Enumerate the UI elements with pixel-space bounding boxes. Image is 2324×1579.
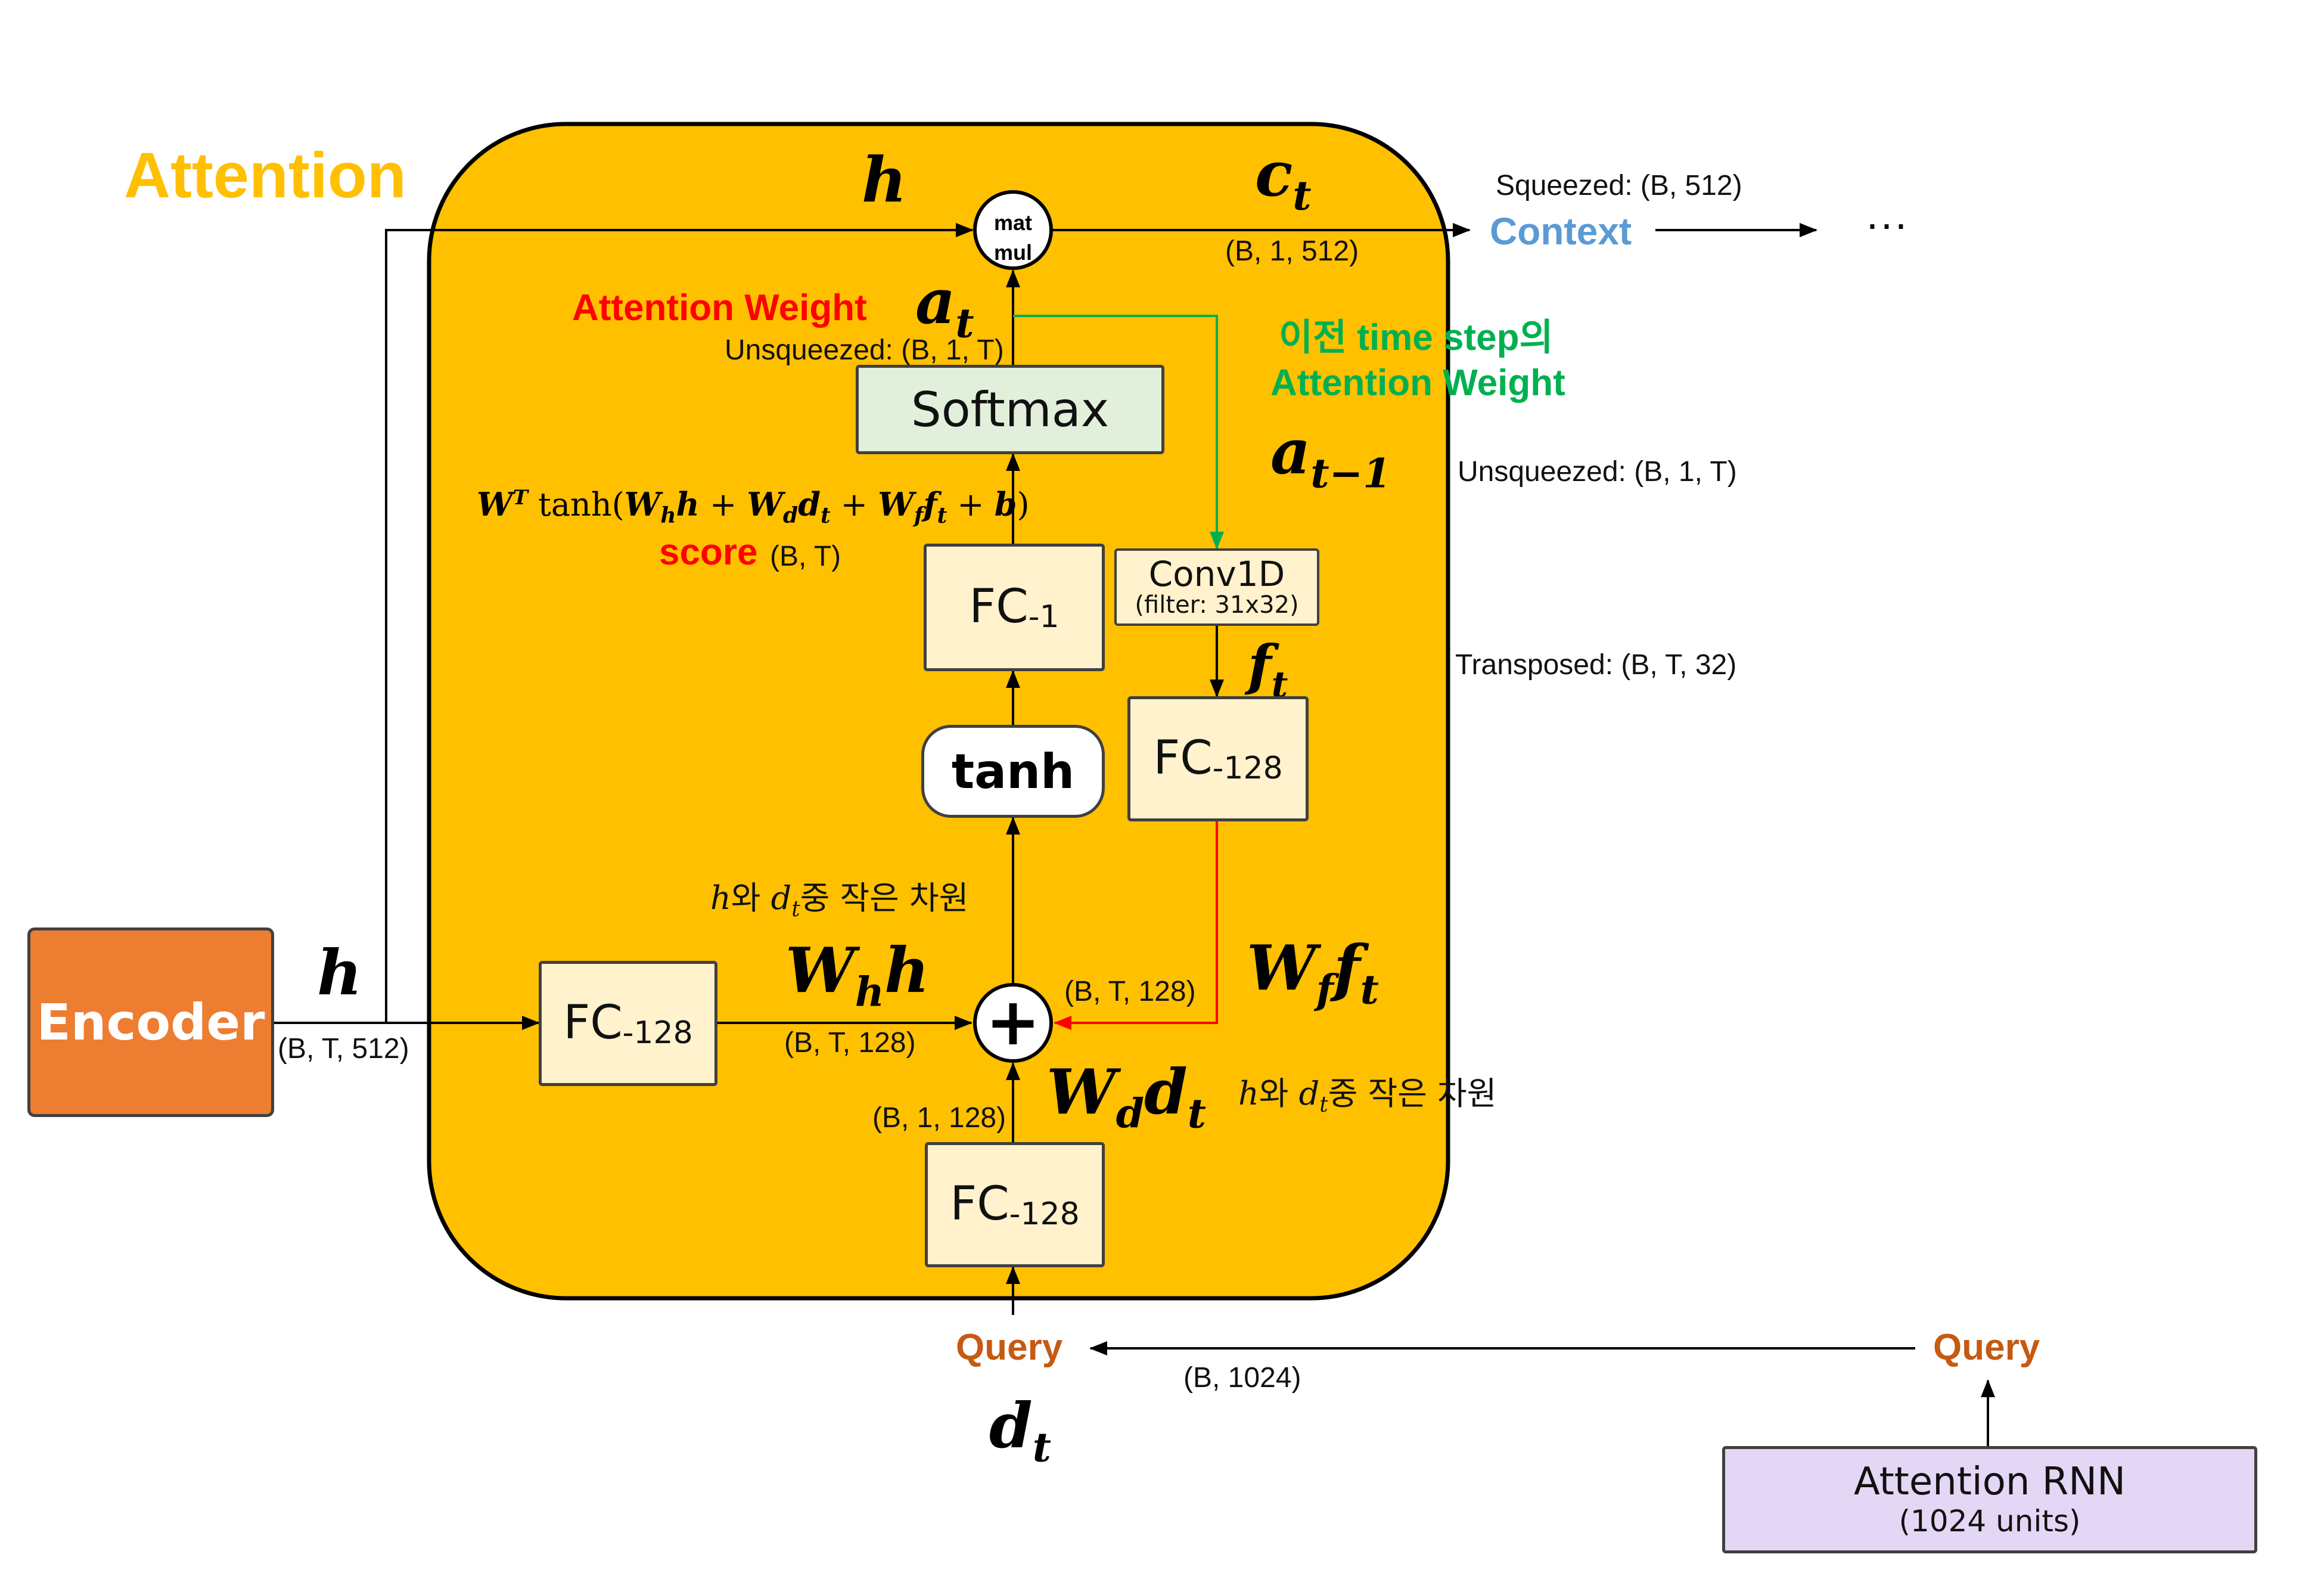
arrow-prev-weight-to-conv [1013,315,1224,550]
prev-attention-weight: at−1 [1270,415,1391,497]
fc-128-encoder-block: FC-128 [539,961,717,1086]
ellipsis: ··· [1865,200,1908,248]
unsqueezed-prev-dim: Unsqueezed: (B, 1, T) [1458,456,1737,488]
h-encoder-output: h [317,936,362,1009]
wf-ft-dim: (B, T, 128) [1064,976,1196,1007]
conv1d-block: Conv1D (filter: 31x32) [1114,548,1319,626]
conv1d-label: Conv1D [1148,553,1285,594]
arrow-h-to-matmul [385,223,974,1023]
plus-symbol: + [986,984,1040,1060]
attention-weight-label: Attention Weight [572,287,867,328]
transposed-dim: Transposed: (B, T, 32) [1455,649,1737,681]
context-vector-ct: ct [1255,137,1312,219]
matmul-line1: mat [994,210,1032,235]
smaller-dim-note-right: h와 dt중 작은 차원 [1238,1075,1497,1117]
squeezed-dim: Squeezed: (B, 512) [1496,170,1742,201]
attention-rnn-units: (1024 units) [1899,1504,2081,1539]
conv-output-ft: ft [1248,633,1288,706]
attention-weight-at: at [915,265,974,347]
prev-weight-line1: 이전 time step의 [1279,317,1554,358]
prev-weight-line2: Attention Weight [1270,362,1565,404]
wd-dt-term: Wddt [1046,1055,1207,1137]
fc-1-block: FC-1 [924,544,1105,671]
query-dim: (B, 1024) [1183,1362,1301,1394]
plus-node [973,983,1053,1063]
fc-128-query-block: FC-128 [925,1142,1105,1267]
encoder-block: Encoder [27,927,274,1117]
encoder-output-dim: (B, T, 512) [278,1033,409,1065]
score-formula: WT tanh(Whh + Wddt + Wfft + b) [477,485,1030,528]
arrow-fc-f-to-plus [1054,821,1218,1030]
h-top: h [862,143,907,216]
ct-dim: (B, 1, 512) [1225,235,1359,267]
score-label: score [659,532,758,573]
matmul-line2: mul [994,240,1032,265]
fc-128-location-label: FC-128 [1153,731,1283,786]
query-label-right: Query [1933,1327,2040,1368]
fc-1-label: FC-1 [969,580,1060,635]
wh-h-term: Whh [785,933,930,1016]
tanh-block: tanh [921,725,1105,818]
diagram-title: Attention [124,139,406,211]
matmul-node [973,190,1053,270]
conv1d-filter: (filter: 31x32) [1135,591,1299,619]
attention-rnn-label: Attention RNN [1854,1460,2126,1504]
wf-ft-term: Wfft [1247,931,1379,1013]
softmax-label: Softmax [911,381,1110,438]
score-dim: (B, T) [770,541,841,572]
query-label-left: Query [956,1327,1063,1368]
unsqueezed-at-dim: Unsqueezed: (B, 1, T) [725,334,1004,366]
fc-128-location-block: FC-128 [1127,696,1309,821]
tanh-label: tanh [951,743,1075,799]
softmax-block: Softmax [856,365,1164,454]
fc-128-query-label: FC-128 [950,1177,1080,1232]
context-label: Context [1490,210,1632,253]
attention-rnn-block: Attention RNN (1024 units) [1722,1446,2257,1553]
wh-h-dim: (B, T, 128) [784,1027,916,1059]
wd-dt-dim: (B, 1, 128) [872,1102,1006,1134]
encoder-label: Encoder [36,993,265,1051]
smaller-dim-note-middle: h와 dt중 작은 차원 [710,879,969,922]
query-dt: dt [989,1389,1051,1471]
fc-128-encoder-label: FC-128 [563,996,693,1051]
